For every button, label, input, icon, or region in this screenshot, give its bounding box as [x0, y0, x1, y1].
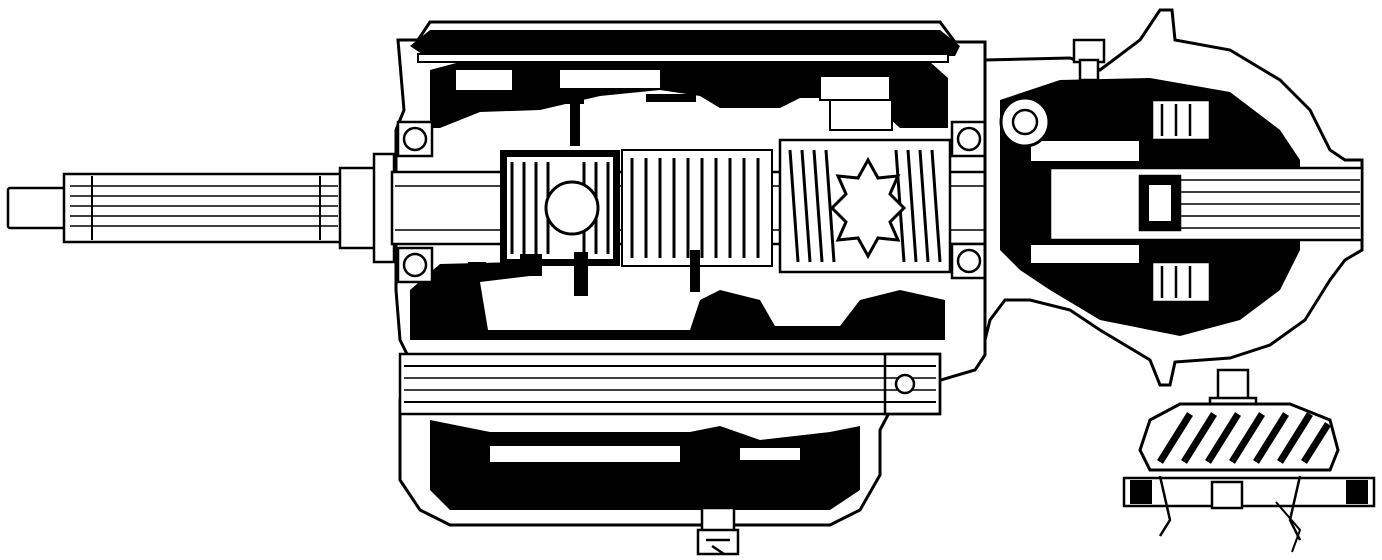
drain-plug	[696, 506, 740, 556]
differential-gears	[1138, 98, 1212, 304]
rubber-mount	[1122, 368, 1376, 553]
shift-fork-details	[468, 94, 700, 296]
synchro-hub-gear	[500, 150, 620, 266]
helical-gear	[778, 138, 952, 274]
bearings	[396, 120, 988, 284]
countershaft-tube	[398, 352, 942, 416]
output-shaft	[1048, 166, 1364, 242]
second-synchro-gear	[621, 149, 773, 267]
input-shaft	[6, 152, 396, 264]
